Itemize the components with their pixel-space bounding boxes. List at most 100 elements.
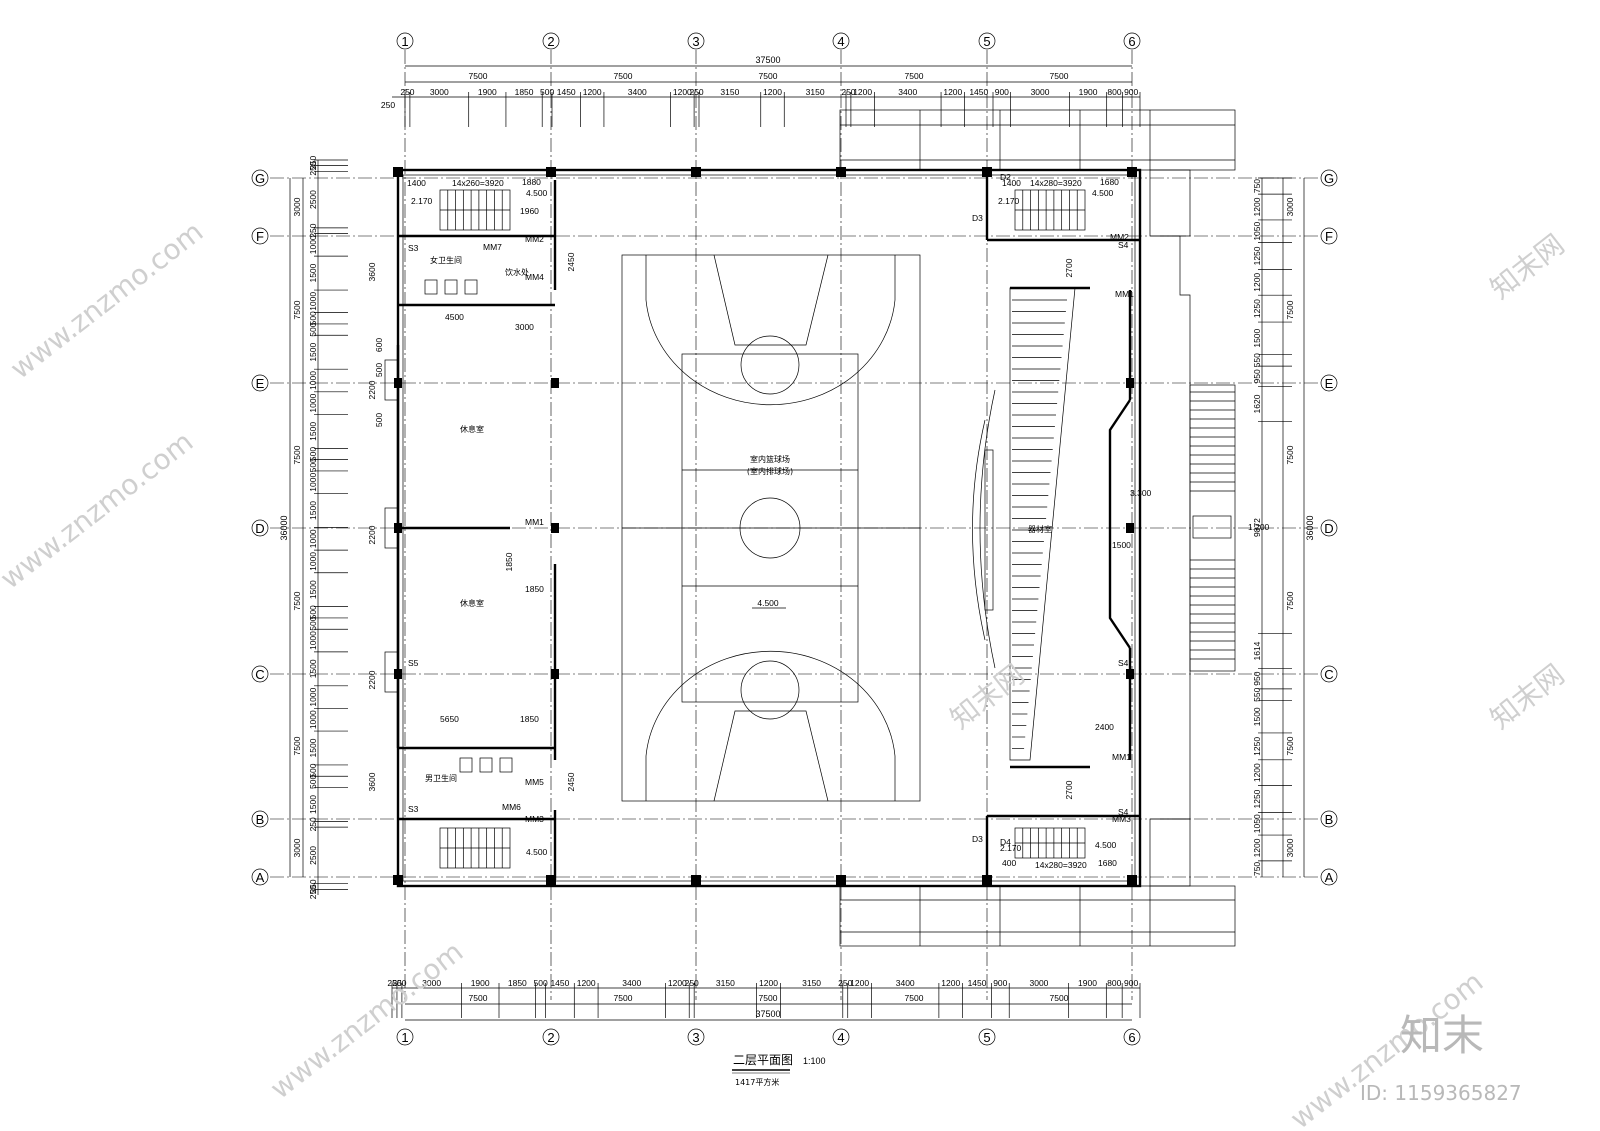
watermark-site-1: www.znzmo.com xyxy=(4,215,209,386)
dim-detail-x-bottom-20: 3000 xyxy=(1029,978,1048,988)
column-mid-r-1 xyxy=(1126,523,1134,533)
dim-detail-x-bottom-2: 3000 xyxy=(422,978,441,988)
dim-bay-y-5-left: 7500 xyxy=(292,736,302,755)
room-label-water: 饮水处 xyxy=(505,267,529,277)
axis-row-e-right: E xyxy=(1325,376,1334,391)
dim-detail-x-top-19: 3000 xyxy=(1031,87,1050,97)
dim-detail-y-left-10: 1000 xyxy=(308,371,318,390)
dim-detail-x-top-9: 250 xyxy=(689,87,703,97)
column-1-0 xyxy=(546,167,556,177)
dim-bay-y-6-left: 3000 xyxy=(292,838,302,857)
dim-detail-y-right-19: 1200 xyxy=(1252,838,1262,857)
dim-detail-x-bottom-7: 1200 xyxy=(577,978,596,988)
dim-detail-y-left-8: 500 xyxy=(308,322,318,336)
left-wing-rooms: 女卫生间 饮水处 休息室 休息室 男卫生间 xyxy=(384,255,529,783)
stair-note-br: 14x280=3920 xyxy=(1035,860,1087,870)
dim-detail-y-right-4: 1200 xyxy=(1252,273,1262,292)
dim-detail-y-right-1: 1200 xyxy=(1252,197,1262,216)
dim-detail-y-right-11: 1614 xyxy=(1252,641,1262,660)
dim-total-height-right: 36000 xyxy=(1305,515,1315,540)
dim-detail-x-top-18: 900 xyxy=(995,87,1009,97)
level-entry: 1.200 xyxy=(1248,522,1270,532)
dim-detail-x-bottom-5: 500 xyxy=(534,978,548,988)
dim-detail-y-right-16: 1200 xyxy=(1252,763,1262,782)
dim-detail-y-left-19: 1500 xyxy=(308,580,318,599)
door-tag-8: MM1 xyxy=(1115,289,1134,299)
axis-row-g-left: G xyxy=(255,171,265,186)
level-stair-br: 4.500 xyxy=(1095,840,1117,850)
dim-misc-14: 1680 xyxy=(1100,177,1119,187)
column-3-1 xyxy=(836,875,846,885)
dim-misc-0: 2450 xyxy=(566,252,576,271)
drawing-scale: 1:100 xyxy=(803,1056,826,1066)
dim-detail-y-left-24: 1000 xyxy=(308,687,318,706)
door-tag-18: S4 xyxy=(1118,658,1129,668)
dim-misc-8: 2400 xyxy=(1095,722,1114,732)
column-1-1 xyxy=(546,875,556,885)
watermark-brand-1: 知末网 xyxy=(1484,228,1571,306)
dim-detail-x-bottom-4: 1850 xyxy=(508,978,527,988)
dim-detail-y-right-5: 1250 xyxy=(1252,299,1262,318)
door-tag-7: MM2 xyxy=(1110,232,1129,242)
level-stair-tl: 4.500 xyxy=(526,188,548,198)
dim-detail-y-left-6: 1000 xyxy=(308,292,318,311)
dim-detail-y-left-31: 2500 xyxy=(308,846,318,865)
column-mid-l-1 xyxy=(551,523,559,533)
axis-col-2-top: 2 xyxy=(547,34,554,49)
logo-text: 知末 xyxy=(1400,1011,1484,1060)
dim-total-width-bottom: 37500 xyxy=(755,1009,780,1019)
entrance-canopy: 1.200 xyxy=(839,109,1270,947)
dim-detail-x-top-12: 3150 xyxy=(806,87,825,97)
dim-detail-y-left-11: 1000 xyxy=(308,393,318,412)
dim-detail-x-top-0: 250 xyxy=(400,87,414,97)
room-label-stage: 器材室 xyxy=(1028,524,1052,534)
dim-side-left-4: 3600 xyxy=(367,772,377,791)
dim-misc-3: 1850 xyxy=(525,584,544,594)
axis-col-3-bottom: 3 xyxy=(692,1030,699,1045)
dim-bay-x-3-top: 7500 xyxy=(759,71,778,81)
watermark-site-2: www.znzmo.com xyxy=(0,425,199,596)
dim-detail-y-left-0: 250 xyxy=(308,155,318,169)
axis-col-1-bottom: 1 xyxy=(401,1030,408,1045)
dim-bay-y-2-right: 7500 xyxy=(1285,300,1295,319)
column-mid-l-0 xyxy=(551,378,559,388)
dim-detail-x-bottom-15: 1200 xyxy=(850,978,869,988)
image-id: ID: 1159365827 xyxy=(1360,1081,1522,1105)
axis-col-5-top: 5 xyxy=(983,34,990,49)
dim-detail-x-bottom-23: 900 xyxy=(1124,978,1138,988)
dim-detail-y-right-18: 1050 xyxy=(1252,814,1262,833)
dim-side-left-1: 2200 xyxy=(367,380,377,399)
column-4-0 xyxy=(982,167,992,177)
dim-detail-y-left-33: 250 xyxy=(308,885,318,899)
dim-detail-y-left-28: 500 xyxy=(308,775,318,789)
dim-bay-y-5-right: 7500 xyxy=(1285,736,1295,755)
dim-detail-x-top-16: 1200 xyxy=(943,87,962,97)
dim-detail-x-top-4: 500 xyxy=(540,87,554,97)
dim-detail-y-right-12: 950 xyxy=(1252,671,1262,685)
dim-misc-6: 2700 xyxy=(1064,258,1074,277)
dim-bay-y-2-left: 7500 xyxy=(292,300,302,319)
axis-row-g-right: G xyxy=(1324,171,1334,186)
axis-row-f-right: F xyxy=(1325,229,1333,244)
dim-detail-y-left-18: 1000 xyxy=(308,552,318,571)
dim-bay-x-2-top: 7500 xyxy=(614,71,633,81)
level-stage: 3.300 xyxy=(1130,488,1152,498)
column-mid-r-0 xyxy=(1126,378,1134,388)
column-4-1 xyxy=(982,875,992,885)
room-label-lounge-2: 休息室 xyxy=(460,598,484,608)
dim-detail-x-bottom-0: 250 xyxy=(387,978,401,988)
dim-bay-y-4-right: 7500 xyxy=(1285,591,1295,610)
dim-detail-y-left-17: 1000 xyxy=(308,529,318,548)
dim-detail-y-right-17: 1250 xyxy=(1252,789,1262,808)
row-axis-right: G F E D C B A xyxy=(1320,169,1338,886)
stair-top-right xyxy=(1014,189,1086,231)
dim-misc-9: 1500 xyxy=(1112,540,1131,550)
dim-detail-x-top-11: 1200 xyxy=(763,87,782,97)
door-tag-13: D2 xyxy=(1000,172,1011,182)
dim-bay-x-4-top: 7500 xyxy=(905,71,924,81)
dim-bay-y-1-left: 3000 xyxy=(292,197,302,216)
stair-note-tl: 14x260=3920 xyxy=(452,178,504,188)
